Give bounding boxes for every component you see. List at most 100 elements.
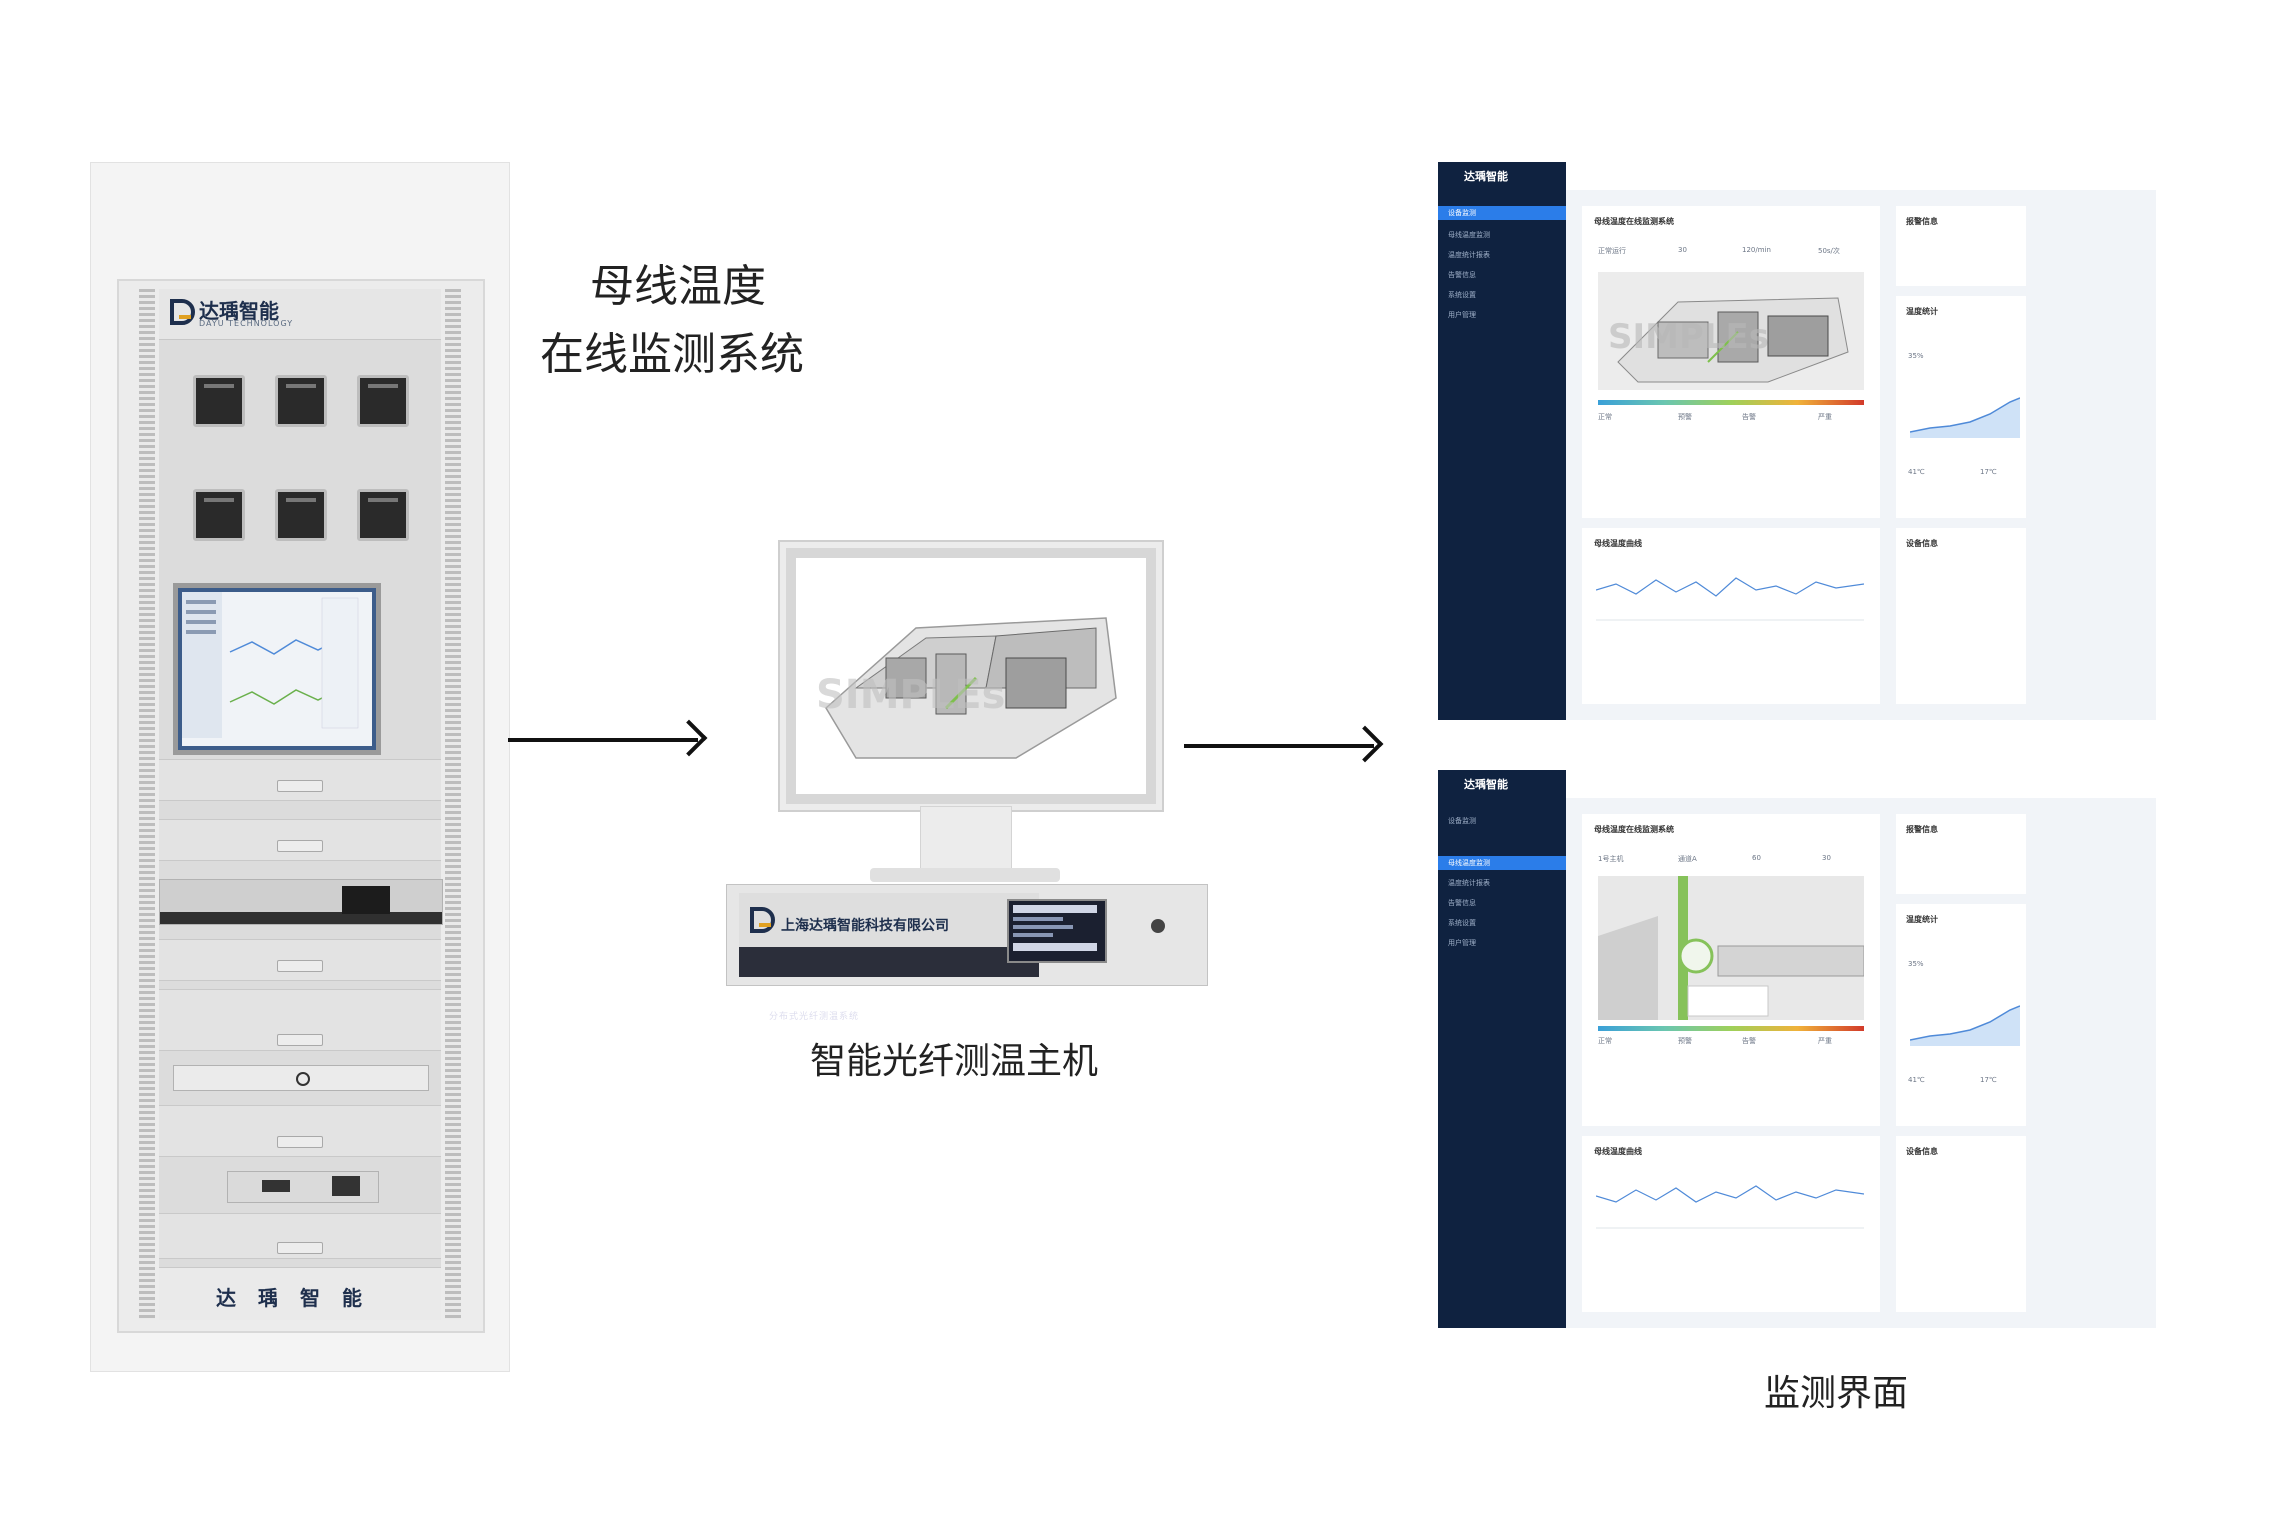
host-company-name: 上海达瑀智能科技有限公司	[781, 918, 949, 934]
stats-area-chart	[1910, 1005, 2020, 1046]
sidebar-item-report[interactable]: 温度统计报表	[1448, 251, 1490, 259]
stat-temp: 17℃	[1980, 468, 1997, 476]
stat-value: 120/min	[1742, 246, 1771, 254]
stat-value: 1号主机	[1598, 855, 1624, 863]
stat-temp: 17℃	[1980, 1076, 1997, 1084]
panel-summary-title: 设备信息	[1906, 1147, 1938, 1156]
panel-trend-title: 母线温度曲线	[1594, 539, 1642, 548]
host-monitor: SIMPLEs	[780, 542, 1162, 810]
dashboard-topbar	[1566, 770, 2156, 798]
panel-stats-title: 温度统计	[1906, 915, 1938, 924]
cabinet-touch-screen	[173, 583, 381, 755]
stat-temp: 41℃	[1908, 1076, 1925, 1084]
sidebar-item-settings[interactable]: 系统设置	[1448, 291, 1476, 299]
legend-item: 告警	[1742, 1037, 1756, 1045]
panel-info: 报警信息	[1896, 206, 2026, 286]
panel-main-title: 母线温度在线监测系统	[1594, 825, 1674, 834]
cabinet-brand-sub: DAYU TECHNOLOGY	[199, 319, 294, 328]
panel-trend: 母线温度曲线	[1582, 1136, 1880, 1312]
sidebar-item-users[interactable]: 用户管理	[1448, 311, 1476, 319]
sidebar-item-alarm[interactable]: 告警信息	[1448, 899, 1476, 907]
rack-slot	[159, 819, 441, 861]
sidebar-item-report[interactable]: 温度统计报表	[1448, 879, 1490, 887]
stats-area-chart	[1910, 397, 2020, 438]
dashboard-screenshot-2: 达瑀智能 设备监测 母线温度监测 温度统计报表 告警信息 系统设置 用户管理 母…	[1438, 770, 2156, 1328]
monitor-stand	[920, 806, 1012, 874]
panel-meter	[275, 375, 327, 427]
panel-info: 报警信息	[1896, 814, 2026, 894]
watermark-text: SIMPLEs	[816, 672, 1005, 718]
stat-value: 60	[1752, 854, 1761, 862]
sidebar-item-users[interactable]: 用户管理	[1448, 939, 1476, 947]
trend-line-chart	[1596, 1185, 1864, 1229]
panel-info-title: 报警信息	[1906, 217, 1938, 226]
panel-meter	[275, 489, 327, 541]
stat-value: 30	[1822, 854, 1831, 862]
busbar-3d-view	[1598, 876, 1865, 1020]
panel-main-title: 母线温度在线监测系统	[1594, 217, 1674, 226]
panel-summary: 设备信息	[1896, 1136, 2026, 1312]
cabinet-screen-content	[182, 592, 359, 738]
cabinet-rail-left	[139, 289, 155, 1319]
panel-trend-title: 母线温度曲线	[1594, 1147, 1642, 1156]
panel-trend: 母线温度曲线	[1582, 528, 1880, 704]
temperature-scale	[1598, 1026, 1864, 1031]
rack-slot	[159, 989, 441, 1051]
legend-item: 严重	[1818, 1037, 1832, 1045]
stat-value: 30	[1678, 246, 1687, 254]
arrow-right-1	[508, 738, 698, 742]
cabinet-footer-brand: 达瑀智能	[216, 1286, 384, 1310]
sidebar-item-busbar[interactable]: 母线温度监测	[1438, 856, 1566, 870]
rack-slot	[159, 759, 441, 801]
stat-value: 50s/次	[1818, 247, 1840, 255]
legend-item: 正常	[1598, 413, 1612, 421]
legend-item: 告警	[1742, 413, 1756, 421]
panel-summary-title: 设备信息	[1906, 539, 1938, 548]
host-logo-icon	[750, 907, 775, 933]
arrow-right-2	[1184, 744, 1374, 748]
dashboard-brand: 达瑀智能	[1464, 170, 1508, 183]
sidebar-item-monitor[interactable]: 设备监测	[1438, 206, 1566, 220]
legend-item: 正常	[1598, 1037, 1612, 1045]
dashboard-brand: 达瑀智能	[1464, 778, 1508, 791]
rack-slot	[159, 1105, 441, 1157]
host-power-knob	[1151, 919, 1165, 933]
panel-meter	[193, 489, 245, 541]
temperature-scale	[1598, 400, 1864, 405]
building-3d-view: SIMPLEs	[1598, 272, 1864, 390]
cabinet-brand-name: 达瑀智能	[199, 299, 279, 323]
rack-slot	[159, 939, 441, 981]
monitor-caption: 监测界面	[1764, 1373, 1909, 1414]
building-model-graphic: SIMPLEs	[816, 617, 1117, 759]
stat-value: 通道A	[1678, 855, 1697, 863]
stats-percent: 35%	[1908, 960, 1924, 968]
rack-device-unit	[173, 1065, 429, 1091]
stat-value: 正常运行	[1598, 247, 1626, 255]
panel-info-title: 报警信息	[1906, 825, 1938, 834]
panel-main: 母线温度在线监测系统 正常运行 30 120/min 50s/次 SIMPLEs…	[1582, 206, 1880, 518]
stats-percent: 35%	[1908, 352, 1924, 360]
legend-item: 严重	[1818, 413, 1832, 421]
host-product-name: 分布式光纤测温系统	[769, 1012, 860, 1022]
cabinet-frame: 达瑀智能 DAYU TECHNOLOGY	[117, 279, 485, 1333]
sidebar-item-settings[interactable]: 系统设置	[1448, 919, 1476, 927]
stat-temp: 41℃	[1908, 468, 1925, 476]
legend-item: 预警	[1678, 1037, 1692, 1045]
sidebar-item-monitor[interactable]: 设备监测	[1448, 817, 1476, 825]
cabinet-inner: 达瑀智能 DAYU TECHNOLOGY	[159, 289, 443, 1320]
rack-device-unit	[159, 879, 443, 925]
cabinet-brand-strip: 达瑀智能 DAYU TECHNOLOGY	[159, 289, 441, 340]
host-chassis: 上海达瑀智能科技有限公司 分布式光纤测温系统	[726, 884, 1208, 1022]
rack-device-unit	[227, 1171, 379, 1203]
panel-main: 母线温度在线监测系统 1号主机 通道A 60 30 正常 预警 告警 严重	[1582, 814, 1880, 1126]
host-front-panel: 上海达瑀智能科技有限公司 分布式光纤测温系统	[739, 893, 1039, 1022]
sidebar-item-alarm[interactable]: 告警信息	[1448, 271, 1476, 279]
monitor-stand-base	[870, 868, 1060, 882]
panel-summary: 设备信息	[1896, 528, 2026, 704]
brand-logo-icon	[170, 299, 195, 325]
trend-line-chart	[1596, 577, 1864, 621]
panel-meter	[357, 375, 409, 427]
sidebar-item-busbar[interactable]: 母线温度监测	[1448, 231, 1490, 239]
panel-stats-title: 温度统计	[1906, 307, 1938, 316]
system-title-line1: 母线温度	[590, 261, 766, 312]
